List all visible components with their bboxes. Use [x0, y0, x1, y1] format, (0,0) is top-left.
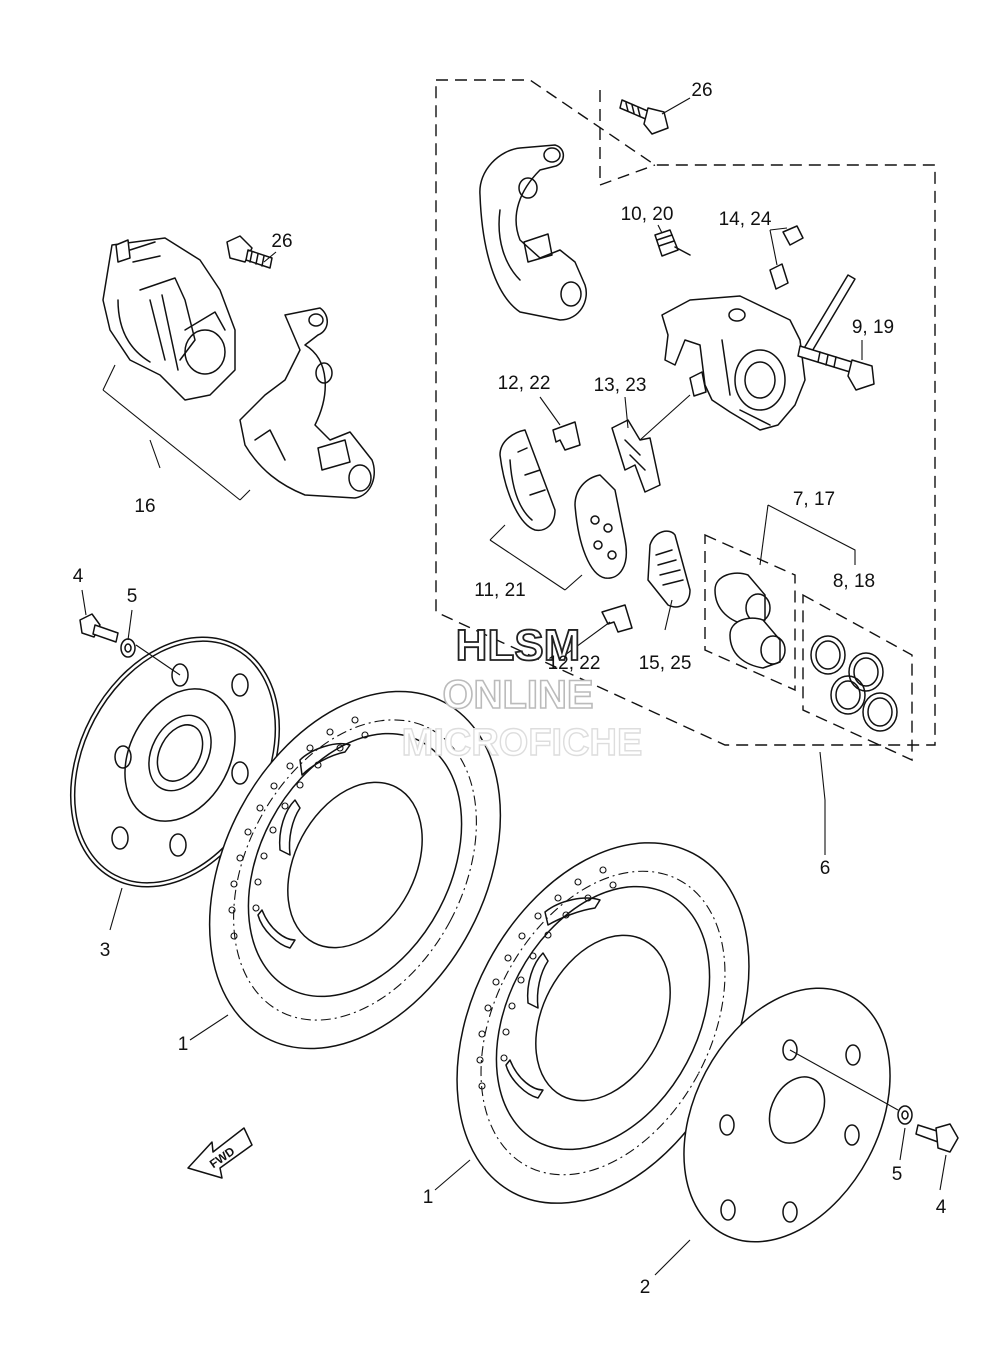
- pad-clip-12-22-upper: [552, 421, 581, 451]
- seal-set-8-18: [810, 635, 898, 732]
- brake-disc-1-upper: [208, 690, 502, 1050]
- watermark-line-1: HLSM: [456, 621, 581, 670]
- hub-plate-2: [683, 987, 891, 1243]
- caliper-assembly-left-16: [102, 237, 236, 401]
- label-4-left: 4: [73, 566, 84, 587]
- label-6: 6: [820, 858, 831, 879]
- label-12-22-upper: 12, 22: [498, 373, 551, 394]
- washer-5-left: [120, 638, 136, 658]
- label-14-24: 14, 24: [719, 209, 772, 230]
- label-11-21: 11, 21: [474, 580, 525, 601]
- disc-holes-upper: [228, 716, 369, 940]
- label-10-20: 10, 20: [621, 204, 674, 225]
- bolt-26-left: [226, 235, 273, 269]
- seal-kit-boundary-7-17: [704, 533, 796, 692]
- disc-holes-lower: [476, 866, 617, 1090]
- bolt-26-top: [619, 99, 669, 135]
- label-1-upper: 1: [178, 1034, 189, 1055]
- bleeder-cap-14-24: [769, 225, 804, 290]
- caliper-assembly-boundary: [435, 79, 936, 746]
- bleeder-screw-10-20: [654, 229, 691, 257]
- label-2: 2: [640, 1277, 651, 1298]
- label-5-left: 5: [127, 586, 138, 607]
- bolt-4-left: [79, 613, 119, 643]
- pin-bolt-9-19: [797, 274, 875, 391]
- caliper-bracket-right: [479, 144, 587, 321]
- label-9-19: 9, 19: [852, 317, 894, 338]
- washer-5-right: [897, 1105, 913, 1125]
- pad-shim-15-25: [647, 530, 691, 608]
- label-3: 3: [100, 940, 111, 961]
- label-16: 16: [134, 496, 155, 517]
- label-15-25: 15, 25: [639, 653, 692, 674]
- caliper-body-right: [661, 295, 806, 431]
- watermark-line-2: ONLINE: [442, 673, 593, 717]
- label-5-right: 5: [892, 1164, 903, 1185]
- caliper-bracket-left: [239, 307, 376, 499]
- fwd-arrow-icon: FWD: [187, 1127, 253, 1179]
- brake-pad-left: [499, 429, 556, 532]
- label-12-22-lower: 12, 22: [548, 653, 601, 674]
- label-26-top: 26: [691, 80, 712, 101]
- label-1-lower: 1: [423, 1187, 434, 1208]
- part-labels: 26 26 10, 20 14, 24 9, 19 12, 22 13, 23 …: [73, 80, 947, 1298]
- label-13-23: 13, 23: [594, 375, 647, 396]
- label-26-left: 26: [271, 231, 292, 252]
- label-4-right: 4: [936, 1197, 947, 1218]
- brake-disc-1-lower: [456, 842, 750, 1204]
- pad-spring-13-23: [611, 419, 661, 493]
- piston-set-7-17: [714, 572, 786, 669]
- brake-pad-right: [574, 474, 627, 579]
- watermark-line-3: MICROFICHE: [402, 722, 643, 764]
- label-8-18: 8, 18: [833, 571, 875, 592]
- leader-lines: [81, 97, 947, 1276]
- watermark: HLSM ONLINE MICROFICHE: [401, 620, 643, 765]
- seal-kit-boundary-8-18: [802, 593, 913, 762]
- label-7-17: 7, 17: [793, 489, 835, 510]
- pad-clip-12-22-lower: [601, 604, 633, 633]
- bolt-4-right: [915, 1123, 959, 1153]
